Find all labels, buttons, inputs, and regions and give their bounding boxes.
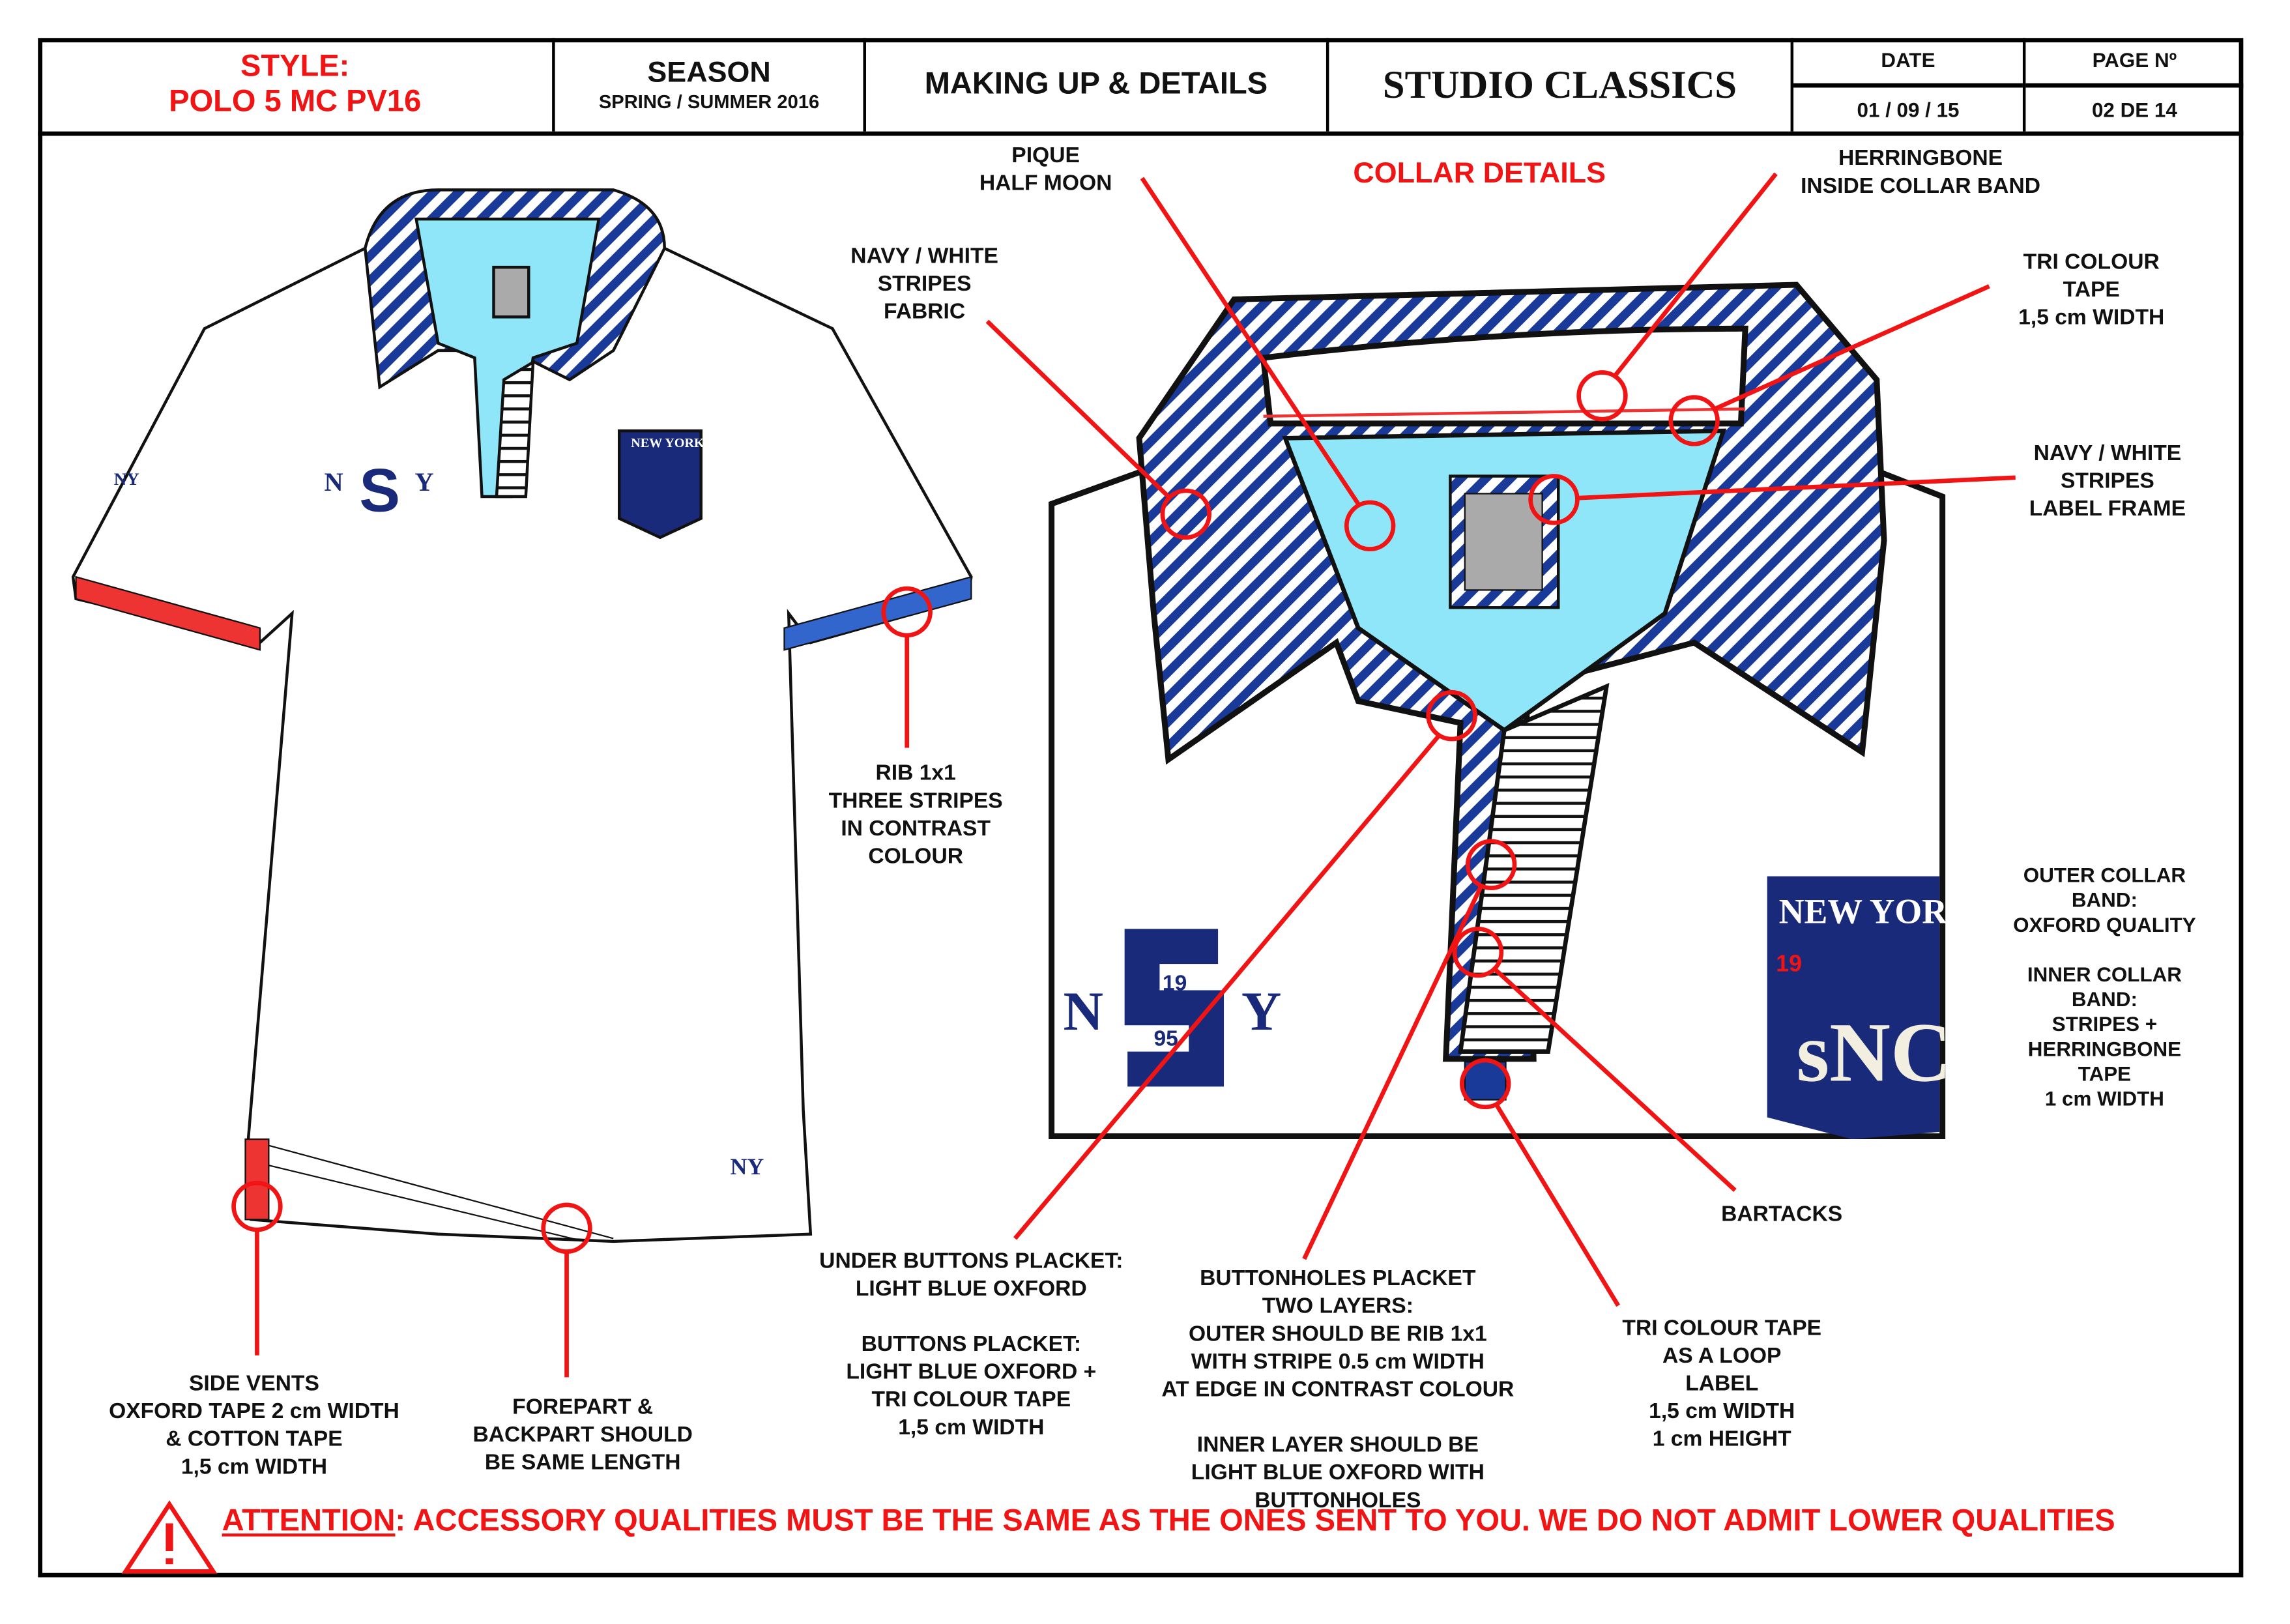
sleeve-ny: NY (114, 469, 139, 489)
brand-cell: STUDIO CLASSICS (1329, 38, 1794, 132)
page-frame (38, 38, 2244, 1578)
note-tri-tape: TRI COLOUR TAPE 1,5 cm WIDTH (2018, 250, 2165, 330)
note-bartacks: BARTACKS (1721, 1202, 1843, 1227)
style-cell: STYLE: POLO 5 MC PV16 (38, 38, 555, 132)
badge-monogram: sNC (1797, 1006, 1952, 1099)
polo-front-sketch (71, 188, 973, 1243)
note-forepart: FOREPART & BACKPART SHOULD BE SAME LENGT… (472, 1395, 693, 1475)
section-title: MAKING UP & DETAILS (924, 67, 1268, 101)
chest-y-small: Y (414, 467, 433, 497)
note-collar-band: OUTER COLLAR BAND: OXFORD QUALITY INNER … (2013, 863, 2196, 1110)
chest-y: Y (1241, 981, 1282, 1042)
badge-top-text: NEW YORK (1779, 892, 1975, 931)
attention-banner: ATTENTION: ACCESSORY QUALITIES MUST BE T… (207, 1504, 2115, 1539)
date-cell: DATE 01 / 09 / 15 (1793, 38, 2026, 132)
note-pique: PIQUE HALF MOON (979, 143, 1112, 196)
page-value: 02 DE 14 (2091, 97, 2177, 121)
collar-details-title: COLLAR DETAILS (1353, 158, 1606, 190)
season-label: SEASON (647, 57, 771, 89)
date-label: DATE (1793, 38, 2023, 87)
section-cell: MAKING UP & DETAILS (866, 38, 1329, 132)
badge-top-text-small: NEW YORK (631, 436, 704, 450)
chest-n: N (1064, 981, 1104, 1042)
attention-label: ATTENTION (222, 1504, 396, 1538)
style-label: STYLE: (240, 50, 350, 83)
callout-markers (231, 172, 2016, 1378)
note-label-frame: NAVY / WHITE STRIPES LABEL FRAME (2029, 441, 2186, 522)
season-value: SPRING / SUMMER 2016 (598, 90, 820, 113)
chest-s-small: S (359, 456, 400, 524)
header: STYLE: POLO 5 MC PV16 SEASON SPRING / SU… (38, 38, 2244, 136)
brand-name: STUDIO CLASSICS (1382, 62, 1737, 106)
badge-num-left: 19 (1776, 950, 1802, 976)
note-under-placket: UNDER BUTTONS PLACKET: LIGHT BLUE OXFORD… (819, 1249, 1123, 1440)
attention-message: : ACCESSORY QUALITIES MUST BE THE SAME A… (395, 1504, 2115, 1538)
note-stripes-fabric: NAVY / WHITE STRIPES FABRIC (850, 244, 998, 325)
season-cell: SEASON SPRING / SUMMER 2016 (555, 38, 866, 132)
style-value: POLO 5 MC PV16 (169, 84, 422, 119)
page-cell: PAGE Nº 02 DE 14 (2025, 38, 2244, 131)
date-value: 01 / 09 / 15 (1857, 97, 1960, 121)
note-side-vents: SIDE VENTS OXFORD TAPE 2 cm WIDTH & COTT… (109, 1371, 399, 1480)
note-buttonholes: BUTTONHOLES PLACKET TWO LAYERS: OUTER SH… (1161, 1266, 1515, 1513)
note-herringbone: HERRINGBONE INSIDE COLLAR BAND (1801, 146, 2041, 199)
note-loop-label: TRI COLOUR TAPE AS A LOOP LABEL 1,5 cm W… (1622, 1316, 1822, 1452)
chest-n-small: N (325, 467, 343, 497)
page-label: PAGE Nº (2025, 38, 2244, 87)
hem-ny: NY (731, 1153, 764, 1180)
chest-s-logo (1124, 929, 1225, 1087)
attention-text: ATTENTION: ACCESSORY QUALITIES MUST BE T… (222, 1504, 2115, 1539)
chest-num-19: 19 (1163, 971, 1187, 995)
note-rib: RIB 1x1 THREE STRIPES IN CONTRAST COLOUR (828, 761, 1003, 869)
warning-triangle-icon (121, 1500, 218, 1574)
